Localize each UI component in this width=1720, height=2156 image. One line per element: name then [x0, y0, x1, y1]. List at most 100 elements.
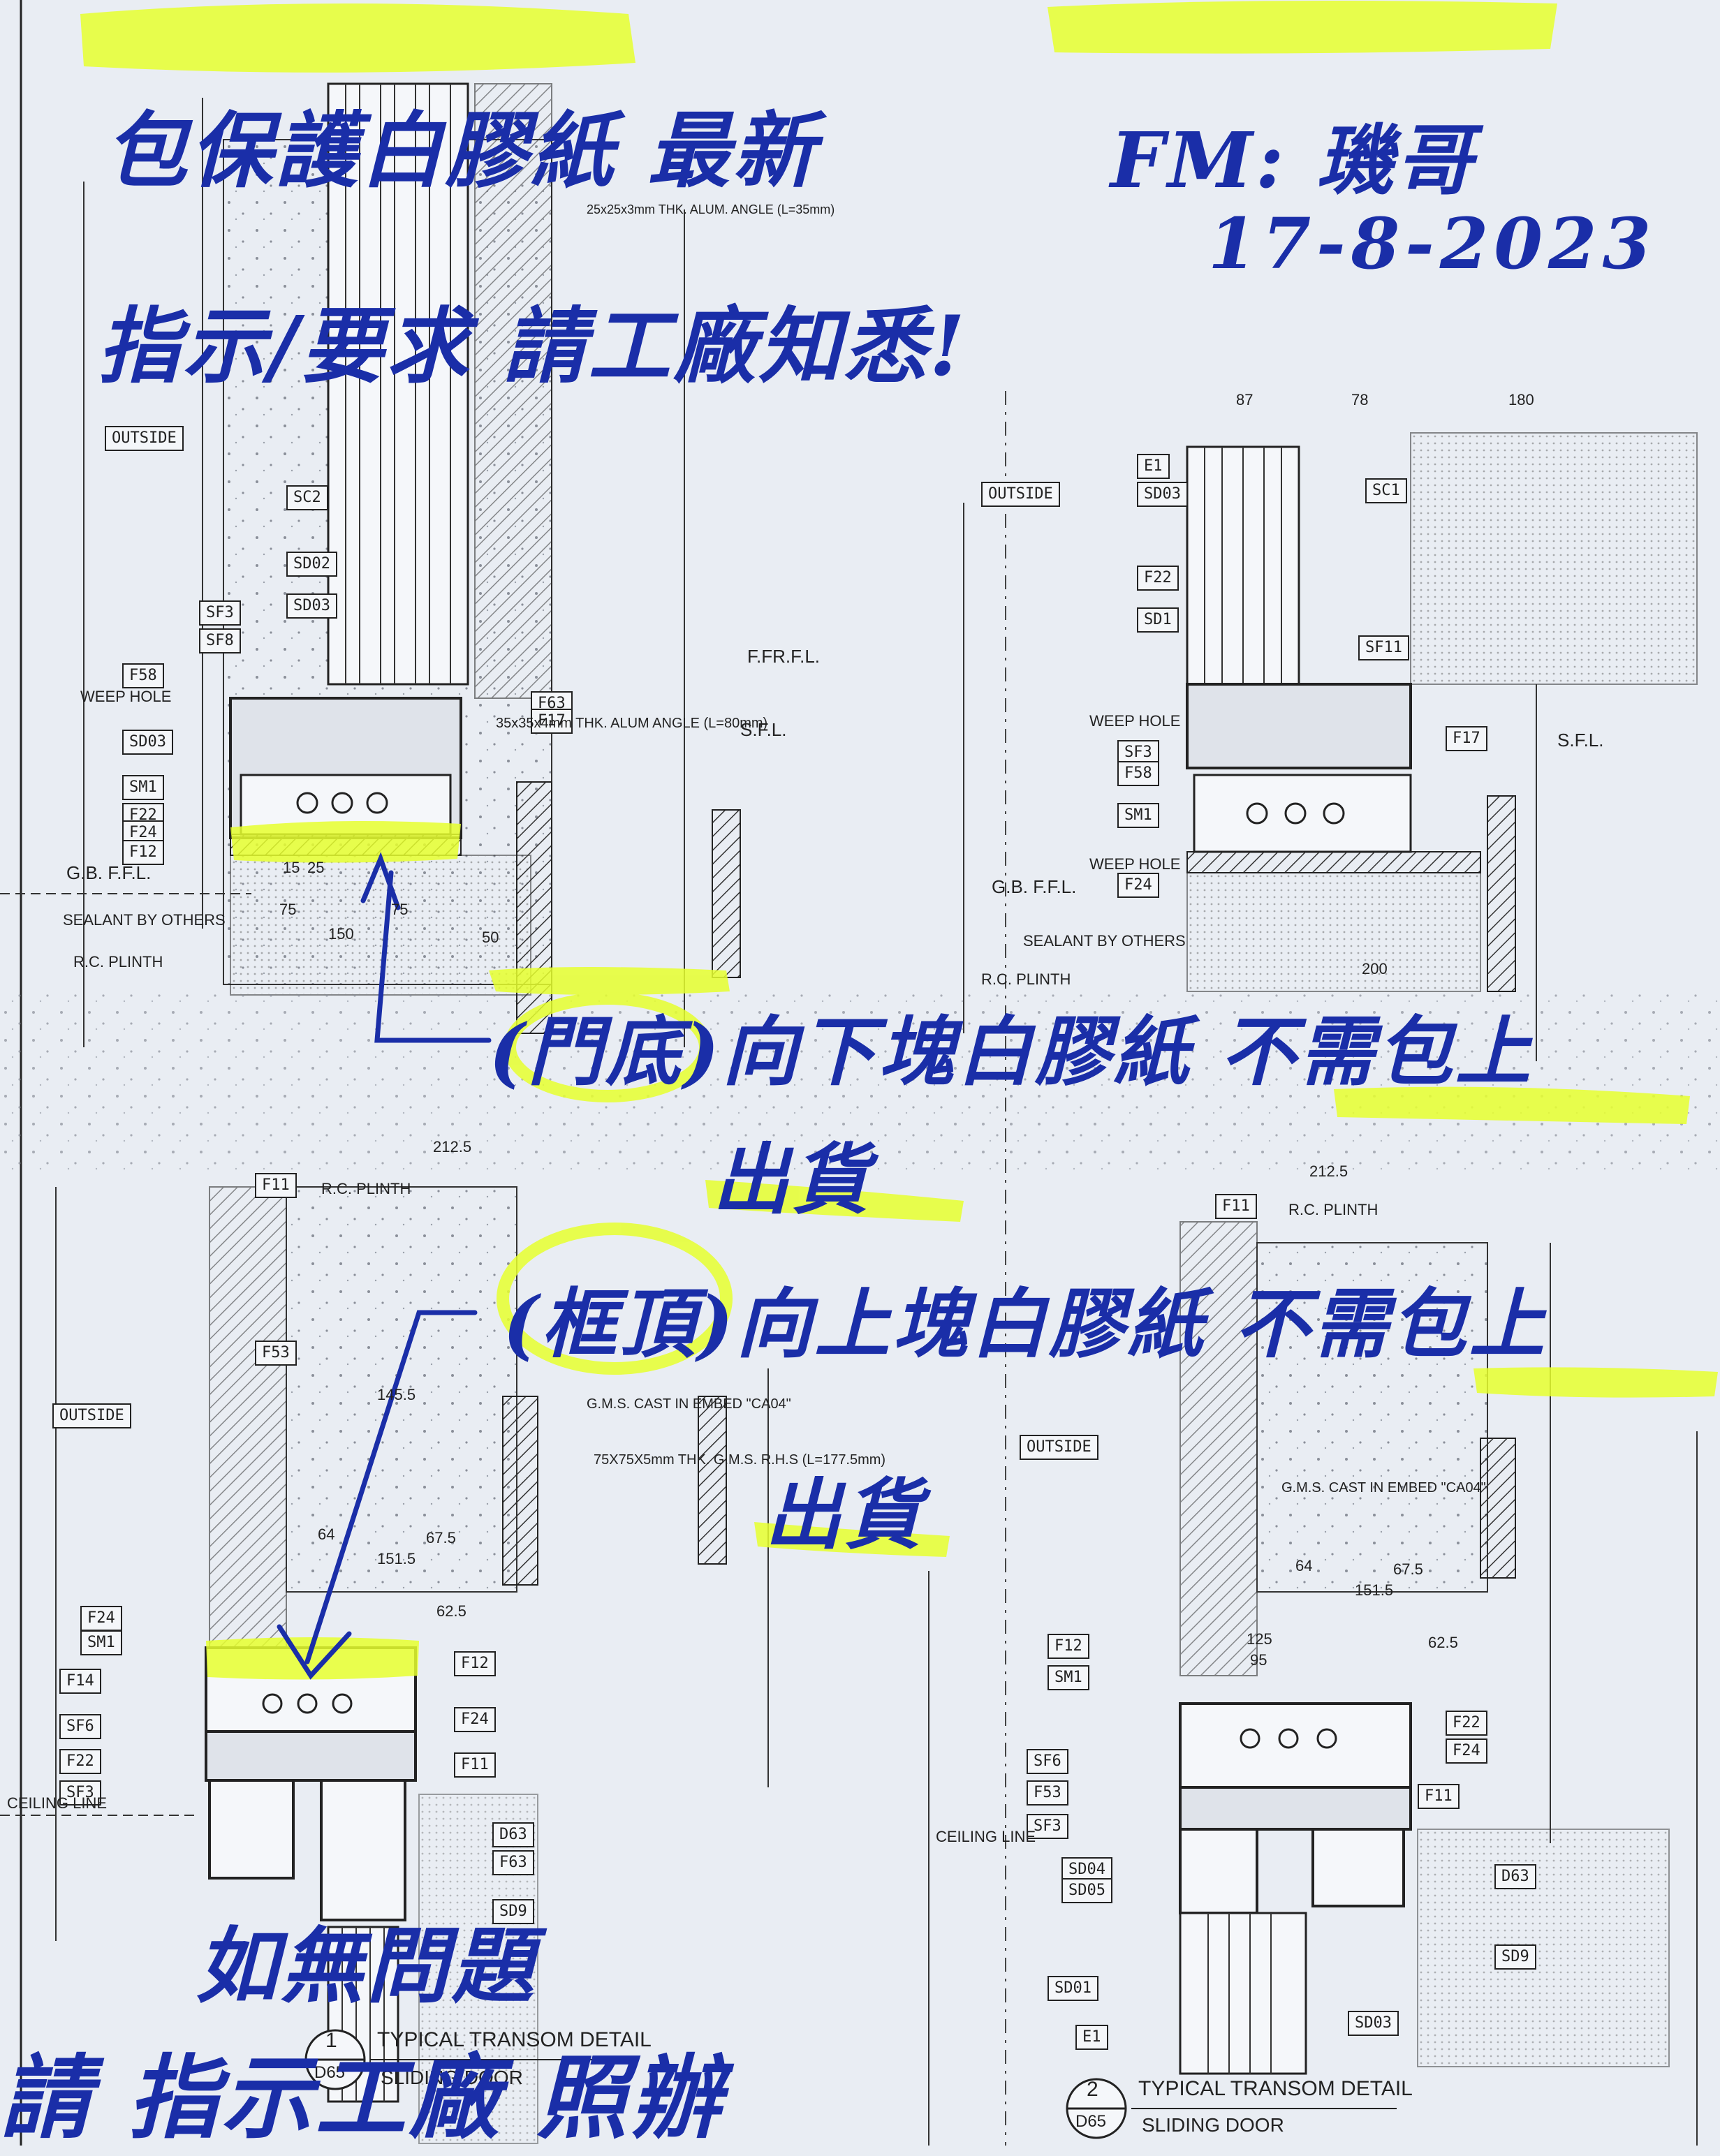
dim-64-a: 64	[318, 1526, 335, 1543]
detail-1-top-left	[0, 82, 741, 1047]
dim-212-5-a: 212.5	[433, 1138, 472, 1155]
tag-sm1: SM1	[122, 775, 164, 800]
tag-sc2: SC2	[286, 485, 328, 510]
highlighter-marks	[80, 1, 1718, 1680]
dim-67-5-a: 67.5	[426, 1529, 456, 1546]
note-no-problem: 如無問題	[196, 1917, 537, 2014]
dim-150: 150	[328, 925, 354, 943]
outside-tag-1: OUTSIDE	[105, 426, 184, 451]
tag-f23: F22	[1446, 1711, 1487, 1736]
label-sfl-2: S.F.L.	[1557, 730, 1604, 751]
detail-4-bottom-right	[928, 1221, 1698, 2146]
dim-151-5-b: 151.5	[1355, 1581, 1394, 1599]
detail-1-number: 1	[325, 2029, 337, 2052]
note-door-bottom: (門底)向下塊白膠紙 不需包上	[489, 1008, 1534, 1096]
tag-f53-r: F53	[1027, 1780, 1068, 1806]
tag-sf6: SF6	[59, 1714, 101, 1739]
tag-f22-b: F22	[59, 1749, 101, 1774]
tag-sf3: SF3	[199, 600, 241, 626]
tag-e1: E1	[1137, 454, 1170, 479]
label-sfl-1: S.F.L.	[740, 719, 787, 740]
label-ceiling-2: CEILING LINE	[936, 1828, 1036, 1845]
dim-125: 125	[1247, 1630, 1272, 1648]
label-angle-top: 25x25x3mm THK. ALUM. ANGLE (L=35mm)	[587, 202, 835, 216]
tag-sf4: SF3	[59, 1780, 101, 1806]
dim-67-5-b: 67.5	[1393, 1560, 1423, 1578]
detail-1-title: TYPICAL TRANSOM DETAIL	[377, 2028, 652, 2051]
dim-145-5: 145.5	[377, 1386, 416, 1403]
detail-1-sub: SLIDING DOOR	[381, 2067, 523, 2088]
dim-75-b: 75	[391, 901, 409, 918]
tag-sd1-r: SD1	[1137, 607, 1179, 633]
detail-2-ref: D65	[1075, 2112, 1107, 2131]
outside-tag-3: OUTSIDE	[52, 1403, 131, 1428]
note-factory: 請 指示工廠 照辦	[0, 2044, 724, 2151]
label-gms-cast-2: G.M.S. CAST IN EMBED "CA04"	[1281, 1480, 1486, 1496]
tag-f58: F58	[122, 663, 164, 688]
tag-f17-r: F17	[1446, 726, 1487, 751]
dim-151-5-a: 151.5	[377, 1550, 416, 1567]
label-gb-ffl-1: G.B. F.F.L.	[66, 862, 152, 883]
tag-f17: F17	[531, 709, 573, 734]
dim-180: 180	[1508, 391, 1534, 408]
label-gb-ffl-2: G.B. F.F.L.	[992, 876, 1077, 897]
tag-sf8: SF8	[199, 628, 241, 654]
tag-f11-r: F11	[1215, 1194, 1257, 1219]
tag-f22-r: F22	[1137, 566, 1179, 591]
dim-62-5-a: 62.5	[436, 1602, 466, 1620]
note-fm: FM: 璣哥	[1110, 115, 1476, 205]
tag-sf6-r: SF6	[1027, 1749, 1068, 1774]
tag-f31-r: F11	[1418, 1784, 1460, 1809]
tag-f12-r: F12	[1048, 1634, 1089, 1659]
title-bubble-1	[304, 2029, 629, 2090]
tag-f26: F24	[454, 1707, 496, 1732]
concrete-slab	[0, 991, 1720, 1173]
tag-f58-r: F58	[1117, 761, 1159, 786]
tag-sf4-r: SF3	[1027, 1814, 1068, 1839]
tag-f14: F14	[59, 1669, 101, 1694]
note-ship-1: 出貨	[712, 1135, 872, 1225]
tag-sd03: SD03	[286, 593, 337, 619]
label-rc-plinth-2: R.C. PLINTH	[981, 970, 1071, 988]
tag-sd9: SD9	[492, 1899, 534, 1924]
label-rc-plinth-1: R.C. PLINTH	[73, 953, 163, 970]
tag-sm1-r: SM1	[1117, 803, 1159, 828]
detail-1-ref: D65	[314, 2063, 346, 2082]
tag-f53: F53	[255, 1341, 297, 1366]
label-weep-hole-3: WEEP HOLE	[1089, 855, 1181, 873]
label-rc-plinth-3: R.C. PLINTH	[321, 1180, 411, 1197]
tag-f11: F11	[255, 1173, 297, 1198]
tag-sd03-rb: SD03	[1348, 2011, 1399, 2036]
tag-f63-b: F63	[492, 1850, 534, 1875]
dim-25: 25	[307, 859, 325, 876]
note-date: 17-8-2023	[1208, 202, 1657, 285]
detail-2-sub: SLIDING DOOR	[1142, 2114, 1284, 2136]
tag-e1-b: E1	[1075, 2025, 1108, 2050]
tag-d63-r: D63	[1494, 1864, 1536, 1889]
dim-78: 78	[1351, 391, 1369, 408]
label-weep-hole-2: WEEP HOLE	[1089, 712, 1181, 730]
outside-tag-2: OUTSIDE	[981, 482, 1060, 507]
tag-sd9-r: SD9	[1494, 1944, 1536, 1970]
outside-tag-4: OUTSIDE	[1020, 1435, 1098, 1460]
tag-f28: F24	[1446, 1738, 1487, 1764]
dim-62-5-b: 62.5	[1428, 1634, 1458, 1651]
dim-15: 15	[283, 859, 300, 876]
tag-f12: F12	[122, 840, 164, 865]
note-instruction: 指示/要求 請工廠知悉!	[98, 297, 968, 394]
label-ffl: F.FR.F.L.	[747, 646, 821, 667]
tag-f24-b: F24	[80, 1606, 122, 1631]
title-bubble-2	[1066, 2078, 1397, 2139]
label-rhs: 75X75X5mm THK. G.M.S. R.H.S (L=177.5mm)	[594, 1452, 886, 1468]
tag-sd01-r: SD01	[1048, 1976, 1098, 2001]
note-frame-top: (框頂)向上塊白膠紙 不需包上	[503, 1280, 1548, 1368]
tag-f31: F11	[454, 1752, 496, 1778]
label-alum-angle: 35x35x4mm THK. ALUM ANGLE (L=80mm)	[496, 716, 768, 731]
tag-f24-r: F24	[1117, 873, 1159, 898]
note-packing: 包保護白膠紙 最新	[105, 102, 818, 199]
label-sealant-2: SEALANT BY OTHERS	[1023, 932, 1186, 950]
detail-2-number: 2	[1087, 2078, 1098, 2101]
dim-87: 87	[1236, 391, 1254, 408]
dim-50: 50	[482, 929, 499, 946]
